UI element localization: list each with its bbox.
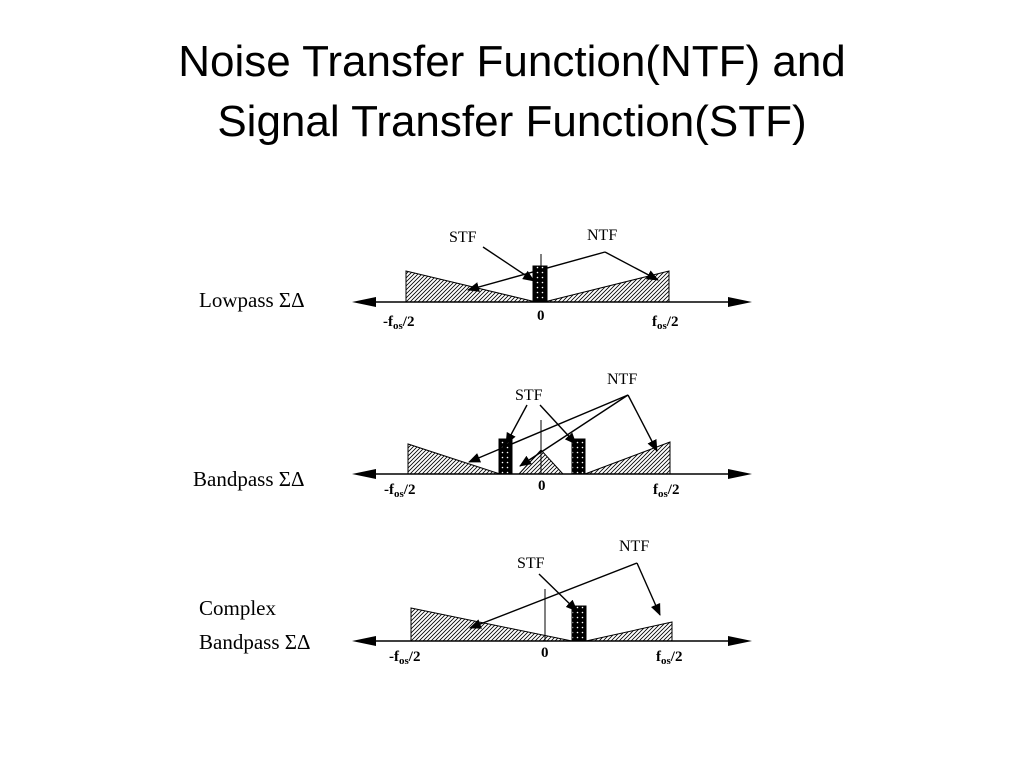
noise-shape [410, 607, 673, 642]
pos-half-fos-label: fos/2 [652, 314, 678, 332]
frequency-axis [352, 636, 752, 646]
callout-arrows [469, 562, 661, 629]
zero-label: 0 [537, 308, 545, 324]
noise-shape [407, 441, 671, 475]
callout-arrows [467, 246, 659, 292]
ntf-label: NTF [619, 538, 649, 555]
zero-label: 0 [538, 478, 546, 494]
neg-half-fos-label: -fos/2 [383, 314, 414, 332]
signal-band [571, 605, 587, 642]
signal-band-positive [571, 438, 586, 475]
neg-half-fos-label: -fos/2 [389, 649, 420, 667]
lowpass-label: Lowpass ΣΔ [199, 288, 305, 312]
slide-title: Noise Transfer Function(NTF) and Signal … [0, 32, 1024, 152]
title-line-2: Signal Transfer Function(STF) [217, 97, 807, 146]
zero-label: 0 [541, 645, 549, 661]
bandpass-label: Bandpass ΣΔ [193, 467, 305, 491]
frequency-axis [352, 297, 752, 307]
ntf-label: NTF [607, 371, 637, 388]
title-line-1: Noise Transfer Function(NTF) and [178, 37, 846, 86]
lowpass-panel: -fos/2 0 fos/2 STF NTF [352, 227, 752, 332]
complex-bandpass-panel: -fos/2 0 fos/2 STF NTF [352, 538, 752, 667]
pos-half-fos-label: fos/2 [656, 649, 682, 667]
stf-label: STF [449, 229, 477, 246]
callout-arrows [468, 394, 658, 467]
stf-label: STF [517, 555, 545, 572]
bandpass-panel: -fos/2 0 fos/2 STF NTF [352, 371, 752, 500]
pos-half-fos-label: fos/2 [653, 482, 679, 500]
complex-bandpass-label: Complex Bandpass ΣΔ [199, 596, 311, 654]
frequency-axis [352, 469, 752, 479]
ntf-label: NTF [587, 227, 617, 244]
stf-label: STF [515, 387, 543, 404]
neg-half-fos-label: -fos/2 [384, 482, 415, 500]
